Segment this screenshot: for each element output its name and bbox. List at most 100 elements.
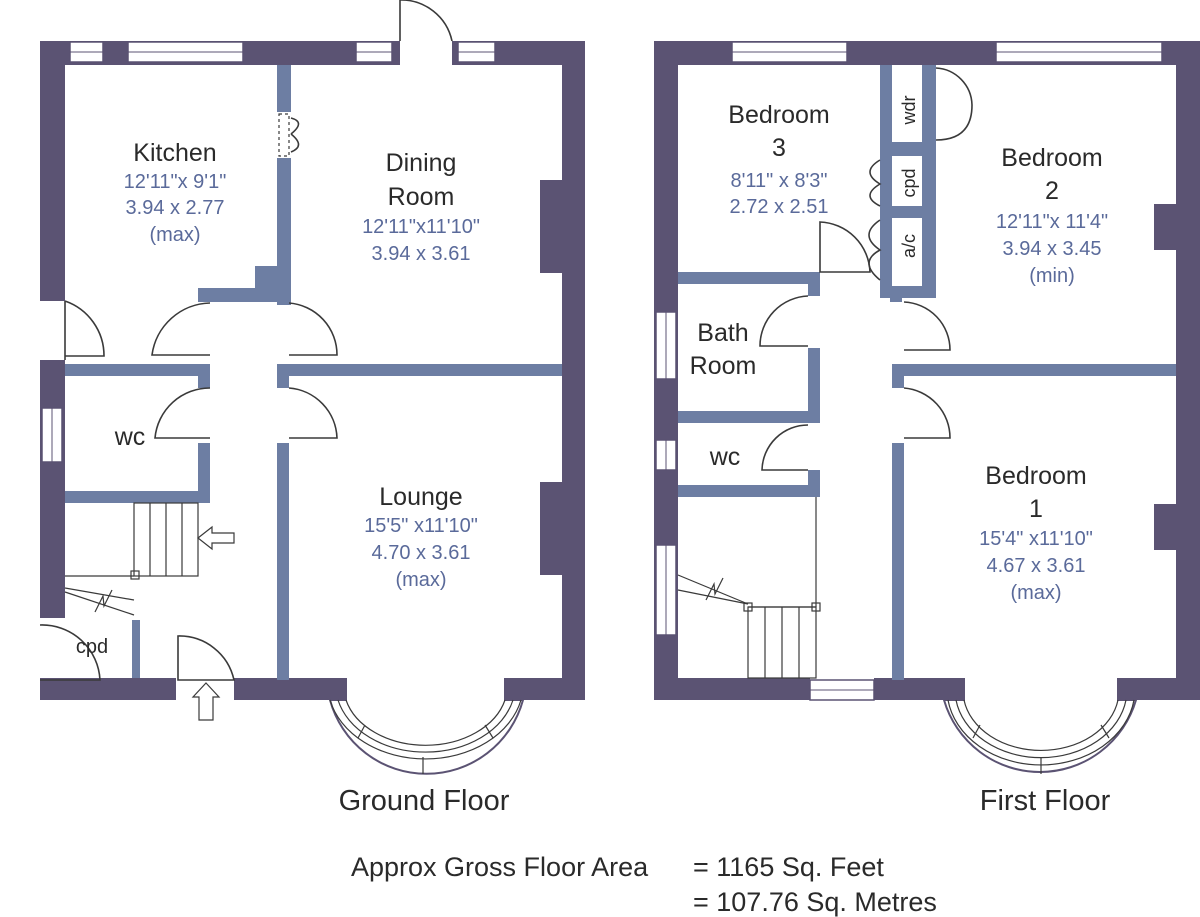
dining-label-2: Room bbox=[388, 183, 455, 211]
bedroom3-door bbox=[819, 221, 871, 273]
cupboard-right-wall bbox=[922, 155, 936, 297]
kitchen-label: Kitchen bbox=[133, 139, 216, 167]
kitchen-corner-block bbox=[255, 266, 285, 302]
wc-door bbox=[154, 387, 211, 439]
bedroom2-label-2: 2 bbox=[1045, 177, 1059, 205]
bedroom3-dim-metric: 2.72 x 2.51 bbox=[730, 196, 829, 218]
first-bottom-wall-left bbox=[654, 678, 810, 700]
bedroom3-dim-imperial: 8'11" x 8'3" bbox=[730, 170, 827, 192]
wc-top-wall bbox=[65, 364, 210, 376]
cpd-doors bbox=[869, 159, 882, 207]
dining-dim-metric: 3.94 x 3.61 bbox=[372, 243, 471, 265]
area-sq-feet: = 1165 Sq. Feet bbox=[693, 852, 884, 882]
hall-wall-stub bbox=[277, 364, 289, 388]
lounge-chimney-breast bbox=[540, 482, 564, 575]
kitchen-dim-metric: 3.94 x 2.77 bbox=[126, 197, 225, 219]
first-floor-label: First Floor bbox=[980, 785, 1111, 817]
ground-left-wall-upper bbox=[40, 41, 65, 301]
ground-floor-label: Ground Floor bbox=[339, 785, 510, 817]
entrance-arrow-icon bbox=[191, 682, 221, 721]
area-label: Approx Gross Floor Area bbox=[351, 852, 649, 882]
ground-stairs bbox=[64, 502, 199, 616]
bedroom2-label-1: Bedroom bbox=[1001, 144, 1102, 172]
bathroom-label-2: Room bbox=[690, 352, 757, 380]
ground-bottom-wall-mid bbox=[234, 678, 346, 700]
bathroom-right-wall bbox=[808, 348, 820, 423]
ground-bottom-wall-right bbox=[505, 678, 585, 700]
hall-lounge-wall bbox=[277, 443, 289, 680]
lounge-door bbox=[288, 387, 338, 439]
first-bottom-wall-right bbox=[1118, 678, 1200, 700]
kitchen-door bbox=[151, 302, 211, 356]
landing-wall-stub bbox=[892, 364, 904, 388]
lounge-label: Lounge bbox=[379, 483, 462, 511]
bedroom2-door bbox=[903, 301, 951, 351]
ground-floor-plan: Kitchen 12'11"x 9'1" 3.94 x 2.77 (max) D… bbox=[39, 0, 585, 817]
first-stairs bbox=[677, 497, 821, 679]
bedroom1-dim-metric: 4.67 x 3.61 bbox=[987, 555, 1086, 577]
storage-stub bbox=[890, 290, 902, 302]
wc-right-wall bbox=[198, 443, 210, 503]
ground-cpd-label: cpd bbox=[76, 636, 108, 658]
bedroom2-dim-metric: 3.94 x 3.45 bbox=[1003, 238, 1102, 260]
ground-bottom-wall-left bbox=[40, 678, 176, 700]
bathroom-label-1: Bath bbox=[697, 319, 748, 347]
area-sq-metres: = 107.76 Sq. Metres bbox=[693, 887, 937, 917]
dining-dim-imperial: 12'11"x11'10" bbox=[362, 216, 480, 238]
bedroom2-chimney bbox=[1154, 204, 1178, 250]
bedroom1-dim-imperial: 15'4" x11'10" bbox=[979, 528, 1093, 550]
serving-hatch bbox=[278, 113, 290, 157]
bedroom2-bedroom1-wall bbox=[892, 364, 1176, 376]
bedroom3-label-1: Bedroom bbox=[728, 101, 829, 129]
bathroom-bottom-wall bbox=[678, 411, 820, 423]
bedroom3-wall-stub bbox=[808, 272, 820, 296]
first-wc-label: wc bbox=[709, 443, 741, 471]
lounge-note: (max) bbox=[395, 569, 446, 591]
first-cpd-label: cpd bbox=[899, 168, 919, 197]
ac-label: a/c bbox=[899, 234, 919, 258]
wdr-doors bbox=[935, 67, 973, 141]
first-right-wall bbox=[1176, 41, 1200, 700]
dining-rear-door bbox=[399, 0, 453, 42]
side-door bbox=[64, 300, 105, 360]
gross-area: Approx Gross Floor Area = 1165 Sq. Feet … bbox=[351, 852, 937, 917]
lounge-dim-metric: 4.70 x 3.61 bbox=[372, 542, 471, 564]
bedroom1-label-2: 1 bbox=[1029, 495, 1043, 523]
bedroom3-bottom-wall bbox=[678, 272, 820, 284]
ac-bottom-wall bbox=[880, 286, 936, 298]
bedroom1-chimney bbox=[1154, 504, 1178, 550]
kitchen-note: (max) bbox=[149, 224, 200, 246]
dining-rear-door-gap bbox=[400, 40, 452, 66]
landing-bedroom1-wall bbox=[892, 443, 904, 680]
bathroom-door bbox=[759, 295, 809, 347]
wdr-right-wall bbox=[922, 65, 936, 155]
bedroom1-label-1: Bedroom bbox=[985, 462, 1086, 490]
kitchen-dim-imperial: 12'11"x 9'1" bbox=[124, 171, 227, 193]
bedroom1-door bbox=[903, 387, 951, 439]
wdr-label: wdr bbox=[899, 95, 919, 125]
wc-bottom-wall bbox=[65, 491, 210, 503]
dining-chimney-breast bbox=[540, 180, 564, 273]
wc-top-wall-stub bbox=[198, 364, 210, 388]
lounge-bay-window bbox=[328, 678, 525, 775]
lounge-dim-imperial: 15'5" x11'10" bbox=[364, 515, 478, 537]
dining-lounge-wall bbox=[277, 364, 562, 376]
bedroom1-note: (max) bbox=[1010, 582, 1061, 604]
bedroom3-label-2: 3 bbox=[772, 134, 786, 162]
dining-door bbox=[288, 302, 338, 356]
serving-hatch-doors bbox=[290, 117, 300, 153]
dining-label-1: Dining bbox=[386, 149, 457, 177]
cpd-wall bbox=[132, 620, 140, 678]
first-bottom-wall-mid bbox=[874, 678, 964, 700]
cpd-door bbox=[39, 624, 101, 681]
ground-wc-label: wc bbox=[114, 423, 146, 451]
first-floor-plan: Bedroom 3 8'11" x 8'3" 2.72 x 2.51 wdr c… bbox=[654, 41, 1200, 817]
ground-left-wall-lower bbox=[40, 360, 65, 618]
first-wc-bottom-wall bbox=[678, 485, 820, 497]
first-wc-right-wall bbox=[808, 470, 820, 497]
bedroom2-note: (min) bbox=[1029, 265, 1075, 287]
first-wc-door bbox=[761, 424, 809, 471]
front-door bbox=[177, 635, 235, 681]
storage-left-wall bbox=[880, 65, 892, 297]
